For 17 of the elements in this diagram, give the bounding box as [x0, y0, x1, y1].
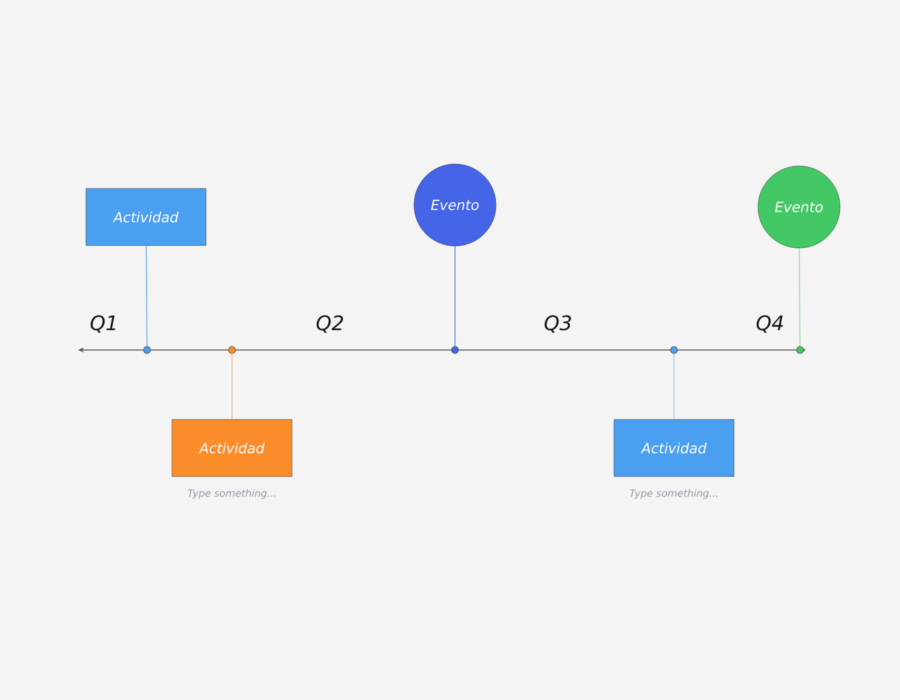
activity-box: Actividad [614, 419, 734, 477]
activity-box: Actividad [172, 419, 292, 477]
caption-text: Type something... [188, 489, 276, 499]
caption-text: Type something... [630, 489, 718, 499]
timeline-dot [796, 346, 804, 354]
timeline-dot [451, 346, 459, 354]
timeline-dot [143, 346, 151, 354]
connector-line [146, 245, 148, 347]
connector-line [454, 246, 456, 347]
quarter-label: Q4 [756, 315, 783, 333]
connector-line [798, 248, 800, 347]
quarter-label: Q2 [316, 315, 343, 333]
timeline-dot [228, 346, 236, 354]
quarter-label: Q3 [544, 315, 571, 333]
activity-box: Actividad [86, 188, 206, 246]
quarter-label: Q1 [90, 315, 116, 333]
timeline-dot [670, 346, 678, 354]
